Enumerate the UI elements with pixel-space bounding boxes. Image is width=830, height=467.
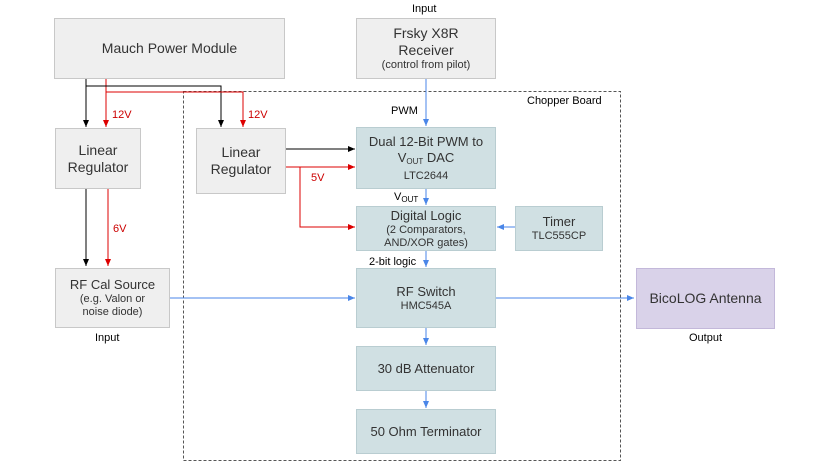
dac-line1: Dual 12-Bit PWM to [368, 133, 484, 149]
vout-sub: OUT [401, 195, 419, 204]
v5-label: 5V [311, 172, 325, 184]
timer-sub: TLC555CP [531, 230, 587, 242]
timer-title: Timer [542, 214, 576, 229]
chopper-board-border [183, 91, 621, 461]
frsky-line2: Receiver [398, 42, 454, 58]
dac-box: Dual 12-Bit PWM to VOUT DAC LTC2644 [356, 127, 496, 189]
frsky-line1: Frsky X8R [393, 25, 459, 41]
logic-sub1: (2 Comparators, [386, 223, 466, 236]
attenuator-box: 30 dB Attenuator [356, 346, 496, 391]
vout-label: VOUT [394, 191, 418, 204]
dac-sub: LTC2644 [403, 169, 449, 182]
output-label: Output [689, 332, 723, 344]
antenna-title: BicoLOG Antenna [649, 290, 762, 306]
linear-regulator-right: Linear Regulator [196, 128, 286, 194]
digital-logic-box: Digital Logic (2 Comparators, AND/XOR ga… [356, 206, 496, 251]
rfswitch-sub: HMC545A [400, 299, 452, 312]
linreg-left-line1: Linear [78, 141, 118, 158]
frsky-sub: (control from pilot) [381, 59, 471, 71]
rfcal-title: RF Cal Source [69, 277, 156, 292]
two-bit-logic-label: 2-bit logic [369, 256, 417, 268]
rf-switch-box: RF Switch HMC545A [356, 268, 496, 328]
input-bottom-label: Input [95, 332, 120, 344]
rfswitch-title: RF Switch [396, 283, 456, 299]
mauch-12v-bus [106, 91, 246, 127]
linreg-logic-5v-line [299, 167, 355, 230]
dac-line2: VOUT DAC [398, 150, 455, 170]
logic-sub2: AND/XOR gates) [384, 236, 468, 249]
linear-regulator-left: Linear Regulator [55, 128, 141, 189]
v12-left-label: 12V [112, 109, 132, 121]
v12-right-label: 12V [248, 109, 268, 121]
mauch-power-module: Mauch Power Module [54, 18, 285, 79]
input-top-label: Input [412, 3, 437, 15]
bicolog-antenna-box: BicoLOG Antenna [636, 268, 775, 329]
pwm-label: PWM [391, 105, 418, 117]
rfcal-sub1: (e.g. Valon or [79, 293, 146, 305]
linreg-right-line1: Linear [221, 144, 261, 160]
dac-line2-sub: OUT [406, 156, 424, 166]
chopper-board-label: Chopper Board [527, 95, 602, 107]
logic-title: Digital Logic [390, 207, 462, 223]
timer-box: Timer TLC555CP [515, 206, 603, 251]
dac-line2-post: DAC [423, 149, 455, 165]
linreg-left-line2: Regulator [67, 158, 129, 175]
linreg-right-line2: Regulator [210, 161, 272, 177]
dac-line2-pre: V [397, 149, 407, 165]
terminator-box: 50 Ohm Terminator [356, 409, 496, 454]
mauch-ground-bus [86, 85, 224, 127]
attenuator-title: 30 dB Attenuator [377, 360, 475, 376]
terminator-title: 50 Ohm Terminator [370, 423, 482, 439]
vout-main: V [394, 191, 402, 203]
mauch-title: Mauch Power Module [101, 40, 238, 56]
rf-cal-source: RF Cal Source (e.g. Valon or noise diode… [55, 268, 170, 328]
frsky-receiver: Frsky X8R Receiver (control from pilot) [356, 18, 496, 79]
v6-label: 6V [113, 223, 127, 235]
rfcal-sub2: noise diode) [82, 306, 143, 318]
